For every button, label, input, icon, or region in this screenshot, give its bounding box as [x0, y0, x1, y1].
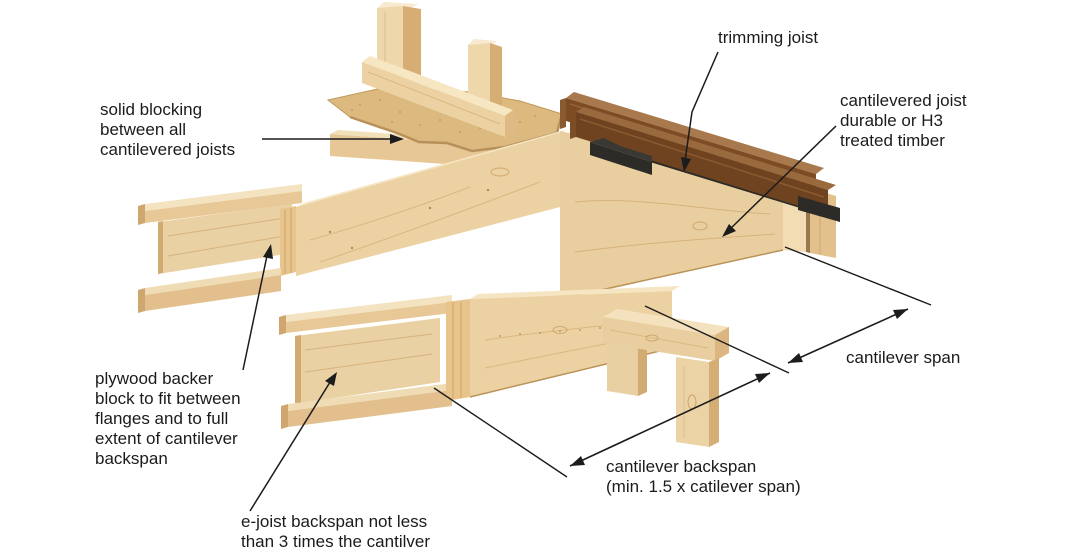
label-line: treated timber	[840, 131, 945, 150]
bearer	[603, 309, 729, 361]
label-line: durable or H3	[840, 111, 944, 130]
label-cantilever-span: cantilever span	[846, 348, 960, 368]
plywood-backer-block-upper	[280, 129, 568, 276]
label-line: (min. 1.5 x catilever span)	[606, 477, 801, 496]
label-line: cantilevered joist	[840, 91, 967, 110]
lower-e-joist	[279, 295, 452, 429]
cantilever-backspan-arrow	[569, 372, 771, 467]
label-line: trimming joist	[718, 28, 819, 47]
cantilevered-joist-leader	[727, 125, 837, 232]
upper-e-joist-flanges	[138, 184, 302, 313]
label-line: e-joist backspan not less	[241, 512, 428, 531]
leader-arrowheads	[263, 134, 736, 386]
upper-e-joist	[158, 204, 292, 274]
cantilever-span-arrow	[787, 308, 909, 364]
label-cantilever-backspan: cantilever backspan (min. 1.5 x catileve…	[606, 457, 801, 497]
label-line: backspan	[95, 449, 168, 468]
label-line: plywood backer	[95, 369, 214, 388]
support-post-front	[676, 357, 719, 447]
label-line: extent of cantilever	[95, 429, 238, 448]
label-line: flanges and to full	[95, 409, 229, 428]
dpc-strip	[590, 138, 840, 222]
dimension-extension-lines	[433, 246, 932, 478]
label-line: than 3 times the cantilver	[241, 532, 430, 551]
label-line: block to fit between	[95, 389, 241, 408]
label-e-joist-backspan: e-joist backspan not less than 3 times t…	[241, 512, 430, 552]
label-line: cantilever span	[846, 348, 961, 367]
label-line: cantilevered joists	[100, 140, 236, 159]
label-solid-blocking: solid blocking between all cantilevered …	[100, 100, 235, 160]
trimming-joist-timber	[560, 92, 836, 215]
e-joist-leader	[249, 378, 333, 512]
label-line: between all	[100, 120, 187, 139]
leader-lines	[242, 51, 837, 512]
label-line: solid blocking	[100, 100, 203, 119]
trimming-joist-leader	[683, 51, 719, 169]
label-line: cantilever backspan	[606, 457, 757, 476]
label-trimming-joist: trimming joist	[718, 28, 818, 48]
top-rail	[362, 56, 517, 137]
label-plywood-backer: plywood backer block to fit between flan…	[95, 369, 241, 469]
plywood-backer-leader	[242, 250, 269, 371]
label-cantilevered-joist: cantilevered joist durable or H3 treated…	[840, 91, 967, 151]
